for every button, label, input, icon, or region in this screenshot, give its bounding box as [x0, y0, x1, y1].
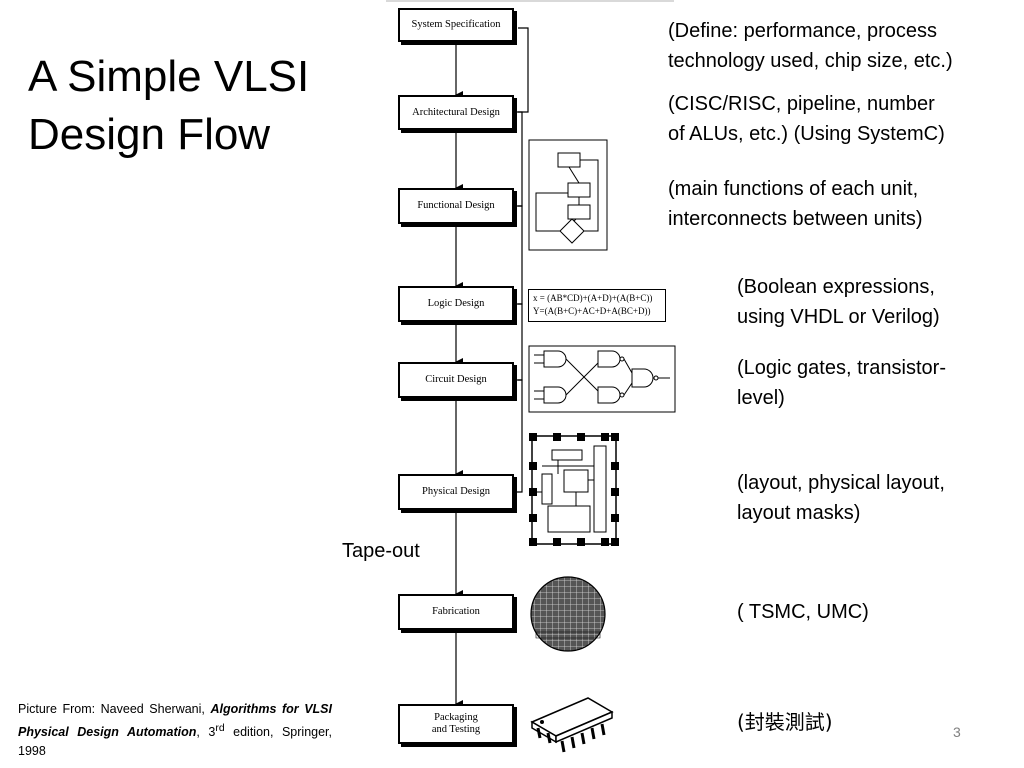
logic-equations: x = (AB*CD)+(A+D)+(A(B+C)) Y=(A(B+C)+AC+…: [528, 289, 666, 322]
page-number: 3: [953, 724, 961, 740]
flow-step-circuit-design: Circuit Design: [398, 362, 514, 398]
flow-step-packaging-and-testing: Packaging and Testing: [398, 704, 514, 744]
flow-step-functional-design: Functional Design: [398, 188, 514, 224]
wafer-figure: [530, 576, 606, 652]
citation-prefix: Picture From: Naveed Sherwani,: [18, 702, 211, 716]
feedback-arrow: [514, 379, 523, 493]
tape-out-label: Tape-out: [342, 540, 420, 562]
ic-package-figure: [530, 697, 614, 753]
citation-publisher: edition, Springer, 1998: [18, 725, 332, 759]
note-circuit-design: (Logic gates, transistor- level): [737, 357, 946, 409]
feedback-arrow: [514, 205, 523, 305]
note-fabrication: ( TSMC, UMC): [737, 601, 869, 623]
feedback-arrow: [514, 27, 529, 113]
citation-edition: , 3: [196, 725, 216, 740]
flow-step-fabrication: Fabrication: [398, 594, 514, 630]
picture-citation: Picture From: Naveed Sherwani, Algorithm…: [18, 700, 332, 761]
citation-book-title: Algorithms for VLSI Physical Design Auto…: [18, 702, 332, 740]
note-packaging-and-testing: (封裝測試): [737, 710, 833, 734]
top-border-line: [386, 0, 674, 2]
circuit-gates-figure: [528, 345, 676, 413]
feedback-arrow: [514, 111, 523, 207]
note-architectural-design: (CISC/RISC, pipeline, number of ALUs, et…: [668, 93, 945, 145]
flow-step-physical-design: Physical Design: [398, 474, 514, 510]
note-system-specification: (Define: performance, process technology…: [668, 20, 953, 72]
flow-step-architectural-design: Architectural Design: [398, 95, 514, 130]
flow-step-logic-design: Logic Design: [398, 286, 514, 322]
physical-layout-figure: [529, 433, 619, 546]
note-logic-design: (Boolean expressions, using VHDL or Veri…: [737, 276, 940, 328]
flow-step-system-specification: System Specification: [398, 8, 514, 42]
functional-flowchart-figure: [528, 139, 608, 251]
citation-edition-suffix: rd: [215, 723, 225, 734]
note-functional-design: (main functions of each unit, interconne…: [668, 178, 923, 230]
note-physical-design: (layout, physical layout, layout masks): [737, 472, 945, 524]
feedback-arrow: [514, 303, 523, 381]
slide-title: A Simple VLSI Design Flow: [28, 52, 310, 159]
